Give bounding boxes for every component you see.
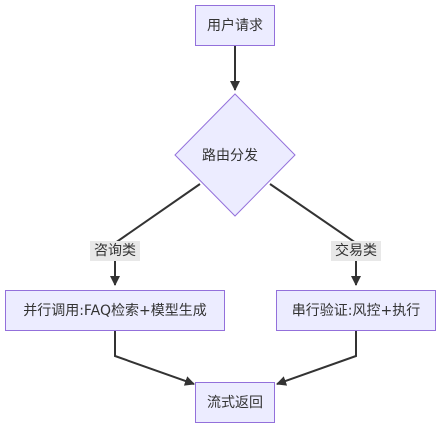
edge-label-transaction: 交易类 xyxy=(331,241,381,261)
node-serial-verify-label: 串行验证:风控+执行 xyxy=(291,302,421,319)
node-serial-verify: 串行验证:风控+执行 xyxy=(276,290,436,331)
router-diamond-shape xyxy=(174,93,296,217)
edge-label-consult: 咨询类 xyxy=(90,241,140,261)
node-router-label: 路由分发 xyxy=(202,148,258,164)
edge-router-to-serial xyxy=(269,183,361,286)
edge-label-transaction-text: 交易类 xyxy=(335,243,377,259)
edge-label-consult-text: 咨询类 xyxy=(94,243,136,259)
node-parallel-call: 并行调用:FAQ检索+模型生成 xyxy=(5,290,225,331)
node-router: 路由分发 xyxy=(185,145,275,165)
edge-router-to-parallel xyxy=(110,183,201,286)
edge-parallel-to-return xyxy=(114,331,195,386)
node-stream-return: 流式返回 xyxy=(195,382,275,423)
node-user-request-label: 用户请求 xyxy=(207,17,263,34)
node-user-request: 用户请求 xyxy=(195,5,275,46)
node-stream-return-label: 流式返回 xyxy=(207,394,263,411)
node-parallel-call-label: 并行调用:FAQ检索+模型生成 xyxy=(23,302,207,319)
edge-serial-to-return xyxy=(276,331,357,386)
